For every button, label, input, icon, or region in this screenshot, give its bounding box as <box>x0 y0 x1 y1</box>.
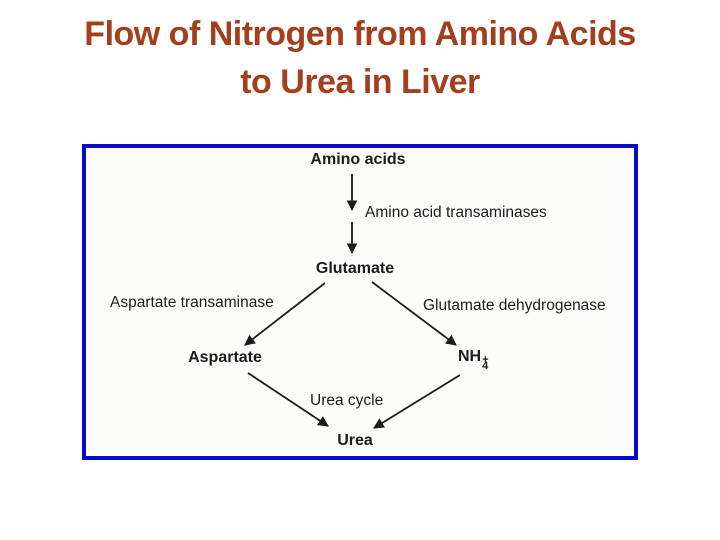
arrow-ammonium-to-urea <box>373 374 461 429</box>
page-title: Flow of Nitrogen from Amino Acids to Ure… <box>0 10 720 106</box>
flow-arrows <box>244 174 461 429</box>
node-glutamate: Glutamate <box>315 260 395 277</box>
node-aspartate: Aspartate <box>188 349 262 366</box>
arrow-aspartate-to-urea <box>247 372 329 427</box>
arrow-glutamate-to-ammonium <box>371 281 457 346</box>
arrow-glutamate-to-aspartate <box>244 282 326 346</box>
node-urea: Urea <box>337 432 373 449</box>
flow-diagram: Amino acids Amino acid transaminases Glu… <box>82 144 638 460</box>
node-amino-acids: Amino acids <box>310 151 406 168</box>
edge-label-glutamate-dehydrogenase: Glutamate dehydrogenase <box>423 297 606 314</box>
edge-label-amino-acid-transaminases: Amino acid transaminases <box>365 204 547 221</box>
page-title-line1: Flow of Nitrogen from Amino Acids <box>84 15 636 53</box>
edge-label-urea-cycle: Urea cycle <box>310 392 384 409</box>
ammonium-superscript: + <box>482 354 489 366</box>
flow-diagram-canvas: Amino acids Amino acid transaminases Glu… <box>86 148 634 456</box>
edge-label-aspartate-transaminase: Aspartate transaminase <box>110 294 274 311</box>
ammonium-subscript: 4 <box>482 360 489 373</box>
ammonium-charge: +4 <box>482 354 489 373</box>
ammonium-base: NH <box>458 348 482 365</box>
page-title-line2: to Urea in Liver <box>240 63 480 101</box>
node-ammonium: NH+4 <box>458 348 489 373</box>
